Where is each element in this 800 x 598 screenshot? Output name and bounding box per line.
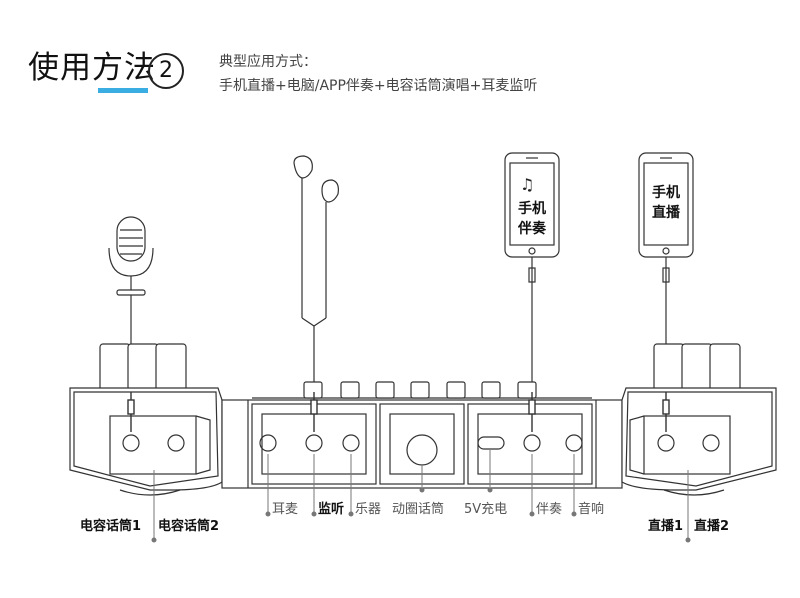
label-5v-charge: 5V充电 [464,502,508,517]
live-phone-icon [638,152,694,392]
subtitle-line-1: 典型应用方式： [219,54,317,70]
callout-dots [151,487,691,543]
label-speaker: 音响 [578,502,605,517]
music-note-icon: ♫ [520,175,534,194]
accompaniment-phone-line1: 手机 [518,201,546,217]
title-number-badge: 2 [148,53,184,89]
accompaniment-phone-label: 手机 伴奏 [512,199,552,239]
label-condenser-mic-2: 电容话筒2 [158,519,220,534]
live-phone-line2: 直播 [652,205,680,221]
label-live-2: 直播2 [694,519,730,534]
earphones-icon [293,155,339,392]
label-monitor: 监听 [318,502,345,517]
label-accompaniment: 伴奏 [536,502,563,517]
condenser-microphone-icon [108,216,154,392]
label-headset: 耳麦 [272,502,299,517]
left-side-module [69,343,223,496]
callout-lines [153,450,689,538]
live-phone-label: 手机 直播 [646,183,686,223]
subtitle-line-2: 手机直播+电脑/APP伴奏+电容话筒演唱+耳麦监听 [219,78,538,94]
right-side-module [621,343,777,496]
label-condenser-mic-1: 电容话筒1 [80,519,142,534]
label-live-1: 直播1 [648,519,684,534]
page-title: 使用方法 [28,50,156,86]
title-accent-bar [98,88,148,93]
jack-plugs [127,392,670,432]
accompaniment-phone-icon [504,152,560,392]
label-instrument: 乐器 [355,502,382,517]
accompaniment-phone-line2: 伴奏 [518,221,546,237]
live-phone-line1: 手机 [652,185,680,201]
label-dynamic-mic: 动圈话筒 [392,502,445,517]
